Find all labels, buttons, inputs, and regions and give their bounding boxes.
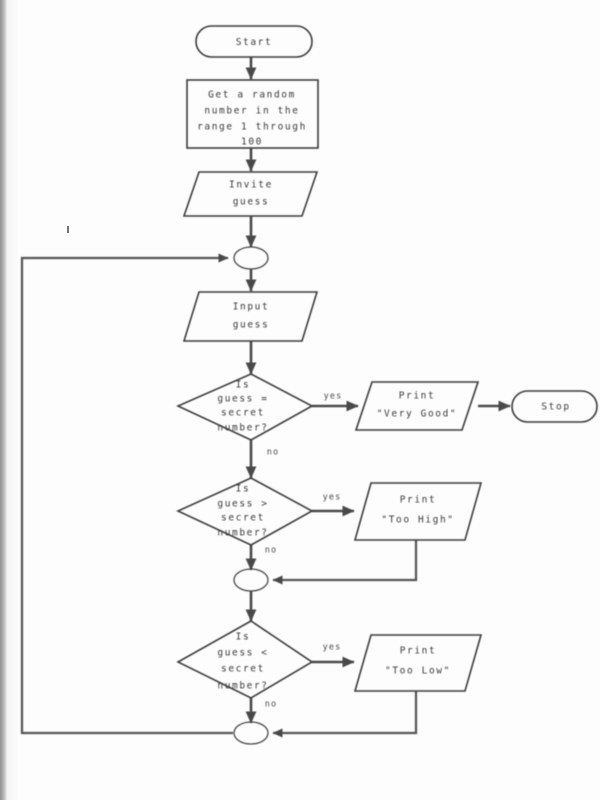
node-decision-greater-line-4: number? bbox=[217, 528, 268, 539]
edge-label-equal-yes: yes bbox=[324, 392, 343, 402]
node-print-too-high: Print "Too High" bbox=[353, 482, 483, 541]
node-get-random-line-4: 100 bbox=[241, 137, 263, 148]
edge-toolow-return bbox=[272, 691, 418, 738]
node-print-too-high-line-1: Print bbox=[400, 495, 437, 506]
node-stop-label: Stop bbox=[541, 402, 570, 413]
node-print-very-good-line-2: "Very Good" bbox=[377, 409, 458, 420]
node-decision-equal-line-1: Is bbox=[236, 380, 251, 391]
edge-label-greater-no: no bbox=[265, 546, 277, 556]
scan-edge-fade bbox=[7, 0, 18, 800]
edge-label-greater-yes: yes bbox=[323, 493, 342, 503]
node-print-too-low-line-2: "Too Low" bbox=[385, 666, 451, 677]
edge-loop-back-to-input bbox=[20, 253, 233, 735]
node-decision-less-line-2: guess < bbox=[217, 648, 268, 659]
node-print-very-good: Print "Very Good" bbox=[354, 381, 480, 431]
node-decision-greater-line-1: Is bbox=[236, 484, 251, 495]
node-start-label: Start bbox=[236, 37, 273, 48]
node-decision-greater-line-3: secret bbox=[221, 513, 265, 524]
node-decision-equal-line-3: secret bbox=[221, 408, 265, 419]
node-connector-mid bbox=[233, 568, 269, 592]
node-print-too-low-line-1: Print bbox=[400, 646, 437, 657]
node-connector-top bbox=[233, 246, 269, 270]
edge-label-less-yes: yes bbox=[323, 643, 342, 653]
node-input-guess-line-1: Input bbox=[233, 302, 270, 313]
node-invite-guess-line-2: guess bbox=[233, 197, 270, 208]
node-decision-equal-line-4: number? bbox=[217, 423, 268, 434]
node-input-guess: Input guess bbox=[182, 291, 319, 342]
node-decision-less-line-4: number? bbox=[217, 681, 268, 692]
edge-toohigh-return bbox=[272, 540, 418, 585]
node-print-too-low: Print "Too Low" bbox=[353, 634, 483, 692]
node-print-very-good-line-1: Print bbox=[399, 391, 436, 402]
node-stop: Stop bbox=[511, 390, 598, 423]
node-start: Start bbox=[195, 25, 313, 58]
node-decision-less-line-3: secret bbox=[221, 664, 265, 675]
node-invite-guess-line-1: Invite bbox=[229, 180, 273, 191]
node-invite-guess: Invite guess bbox=[182, 171, 319, 217]
node-decision-greater: Is guess > secret number? bbox=[176, 477, 314, 546]
edge-label-equal-no: no bbox=[267, 448, 279, 458]
node-get-random-line-1: Get a random bbox=[208, 90, 296, 101]
flow-connectors bbox=[20, 57, 511, 738]
node-decision-equal-line-2: guess = bbox=[217, 394, 268, 405]
scan-artifact-speck bbox=[67, 226, 69, 233]
node-get-random-line-2: number in the bbox=[204, 106, 299, 117]
node-get-random-line-3: range 1 through bbox=[197, 122, 307, 133]
node-decision-less-line-1: Is bbox=[236, 632, 251, 643]
node-decision-less: Is guess < secret number? bbox=[176, 620, 314, 699]
scan-edge-shadow bbox=[0, 0, 7, 800]
node-decision-greater-line-2: guess > bbox=[217, 499, 268, 510]
node-connector-bottom bbox=[233, 721, 269, 745]
node-input-guess-line-2: guess bbox=[233, 320, 270, 331]
edge-label-less-no: no bbox=[265, 700, 277, 710]
node-get-random: Get a random number in the range 1 throu… bbox=[186, 79, 319, 149]
node-decision-equal: Is guess = secret number? bbox=[176, 373, 314, 441]
node-print-too-high-line-2: "Too High" bbox=[381, 515, 454, 526]
